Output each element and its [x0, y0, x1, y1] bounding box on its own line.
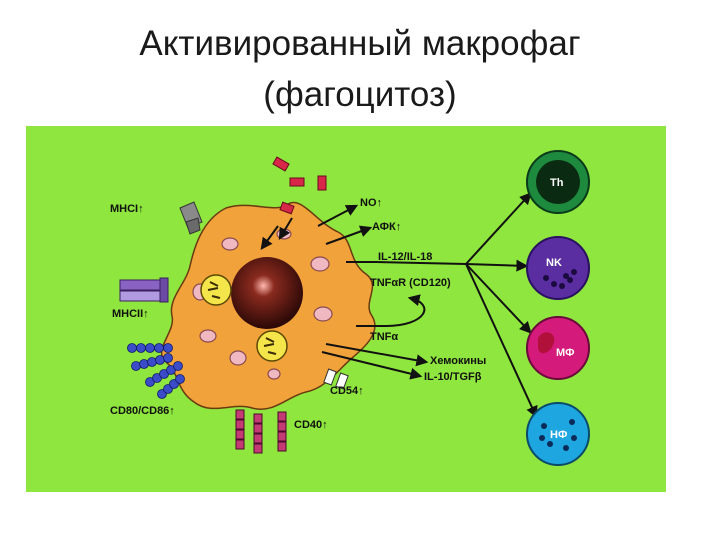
tnfa-loop [356, 294, 426, 327]
engulf-arrow-1 [260, 225, 279, 250]
il12-line [375, 261, 467, 265]
arrow-to-mf [465, 263, 532, 334]
arrow-no [317, 204, 359, 227]
vesicles [192, 228, 333, 380]
th-label: Th [550, 177, 564, 189]
granule-1 [200, 274, 232, 306]
particles [272, 156, 327, 215]
granule-2 [256, 330, 288, 362]
mf-cell [526, 316, 590, 380]
cd40-label: CD40↑ [294, 419, 328, 431]
cd40-receptor [235, 409, 287, 454]
no-label: NO↑ [360, 197, 382, 209]
il10-label: IL-10/TGFβ [424, 371, 482, 383]
nk-cell [526, 236, 590, 300]
tnfa-label: TNFα [370, 331, 398, 343]
arrow-to-nk [465, 259, 529, 272]
macrophage-diagram: MHCI↑ MHCII↑ CD80/CD86↑ CD40↑ CD54↑ NO↑ … [26, 126, 666, 492]
title-line-1: Активированный макрофаг [139, 24, 581, 63]
cd80-receptor [127, 343, 185, 399]
arrow-il10 [321, 351, 423, 380]
th-cell [526, 150, 590, 214]
arrow-afk [325, 225, 373, 245]
il12-label: IL-12/IL-18 [378, 251, 432, 263]
nucleus [231, 257, 303, 329]
arrow-to-th [465, 192, 532, 265]
arrow-to-nf [465, 263, 538, 419]
afk-label: АФК↑ [372, 221, 401, 233]
arrow-chemokines [325, 343, 429, 367]
engulf-arrow-2 [278, 217, 293, 241]
nf-cell [526, 402, 590, 466]
mf-label: МФ [556, 347, 575, 359]
mhc2-label: MHCII↑ [112, 308, 149, 320]
cd80-label: CD80/CD86↑ [110, 405, 175, 417]
mhc1-label: MHCI↑ [110, 203, 144, 215]
tnfar-label: TNFαR (CD120) [370, 277, 451, 289]
mhc2-receptor [119, 277, 169, 303]
cd54-receptor [323, 368, 349, 390]
chemokines-label: Хемокины [430, 355, 486, 367]
nf-label: НФ [550, 429, 567, 441]
nk-label: NK [546, 257, 562, 269]
cd54-label: CD54↑ [330, 385, 364, 397]
title-line-2: (фагоцитоз) [263, 75, 457, 114]
